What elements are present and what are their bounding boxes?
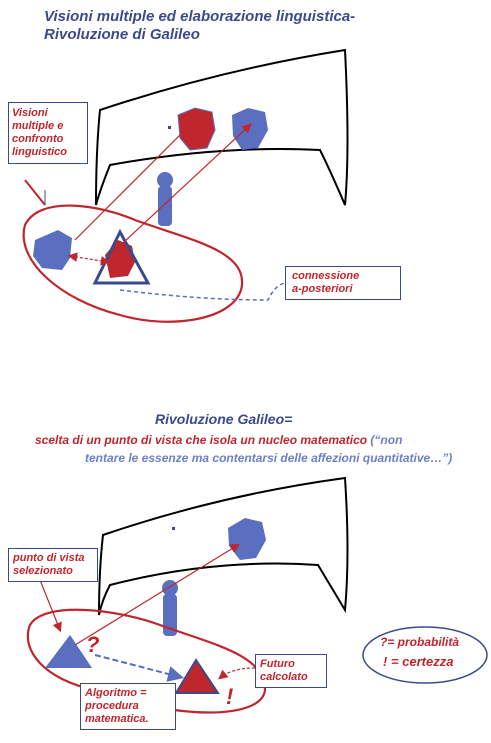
bottom-subtitle-line2: tentare le essenze ma contentarsi delle … [85,451,453,465]
legend-ellipse [362,626,488,684]
bottom-blue-triangle [45,635,92,668]
box-visioni-multiple: Visioni multiple e confronto linguistico [8,102,88,164]
top-dashed-connection [119,282,286,301]
top-blue-shape-left [33,230,72,270]
box-connessione: connessione a-posteriori [285,266,401,300]
top-title-line2: Rivoluzione di Galileo [44,26,200,43]
box-algoritmo-line1: Algoritmo = [85,687,147,699]
bottom-wall-dot [172,527,175,530]
top-red-shape [177,107,216,151]
box-punto-line2: selezionato [13,565,73,577]
legend-certezza: ! = certezza [383,654,454,669]
box-futuro-calcolato: Futuro calcolato [255,654,327,688]
top-observer [157,172,173,226]
top-arrow-to-blue [109,123,252,256]
bottom-subtitle-blue1: (“non [370,433,403,447]
box-connessione-line1: connessione [292,270,360,282]
box-punto-di-vista: punto di vista selezionato [8,548,98,582]
box-algoritmo-line2: procedura [85,700,139,712]
bottom-dashed-arrow [94,654,184,682]
top-loop-tail [24,179,46,206]
bottom-wall-frame [98,476,349,616]
box-futuro-line2: calcolato [260,671,308,683]
top-wall-frame [95,48,349,206]
bottom-wall-inner [109,562,319,586]
bottom-blue-shape-wall [228,518,266,560]
top-arrow-between [67,252,111,266]
box-visioni-line1: Visioni [12,107,48,119]
bottom-red-loop [26,608,267,714]
bottom-heading: Rivoluzione Galileo= [155,411,293,427]
box-algoritmo: Algoritmo = procedura matematica. [80,683,176,730]
top-wall-dot [168,126,171,129]
futuro-arrow [218,667,256,680]
bottom-red-triangle [174,658,220,694]
box-algoritmo-line3: matematica. [85,713,149,725]
bottom-arrow-to-wall [74,543,241,646]
legend-probabilita: ?= probabilità [380,635,460,649]
top-arrow-to-red [74,123,192,241]
bottom-subtitle-line1: scelta di un punto di vista che isola un… [35,433,402,447]
box-visioni-line2: multiple e [12,120,64,132]
top-wall-inner [109,148,321,166]
question-mark-label: ? [86,632,100,657]
box-connessione-line2: a-posteriori [292,283,353,295]
top-blue-shape-wall [232,108,268,150]
punto-arrow [39,579,62,633]
box-punto-line1: punto di vista [13,552,85,564]
bottom-subtitle-red: scelta di un punto di vista che isola un… [35,433,368,447]
box-futuro-line1: Futuro [260,658,295,670]
box-visioni-line4: linguistico [12,146,67,158]
top-red-loop [22,204,244,323]
box-visioni-line3: confronto [12,133,64,145]
top-title-line1: Visioni multiple ed elaborazione linguis… [44,8,356,25]
exclamation-mark-label: ! [226,684,234,709]
